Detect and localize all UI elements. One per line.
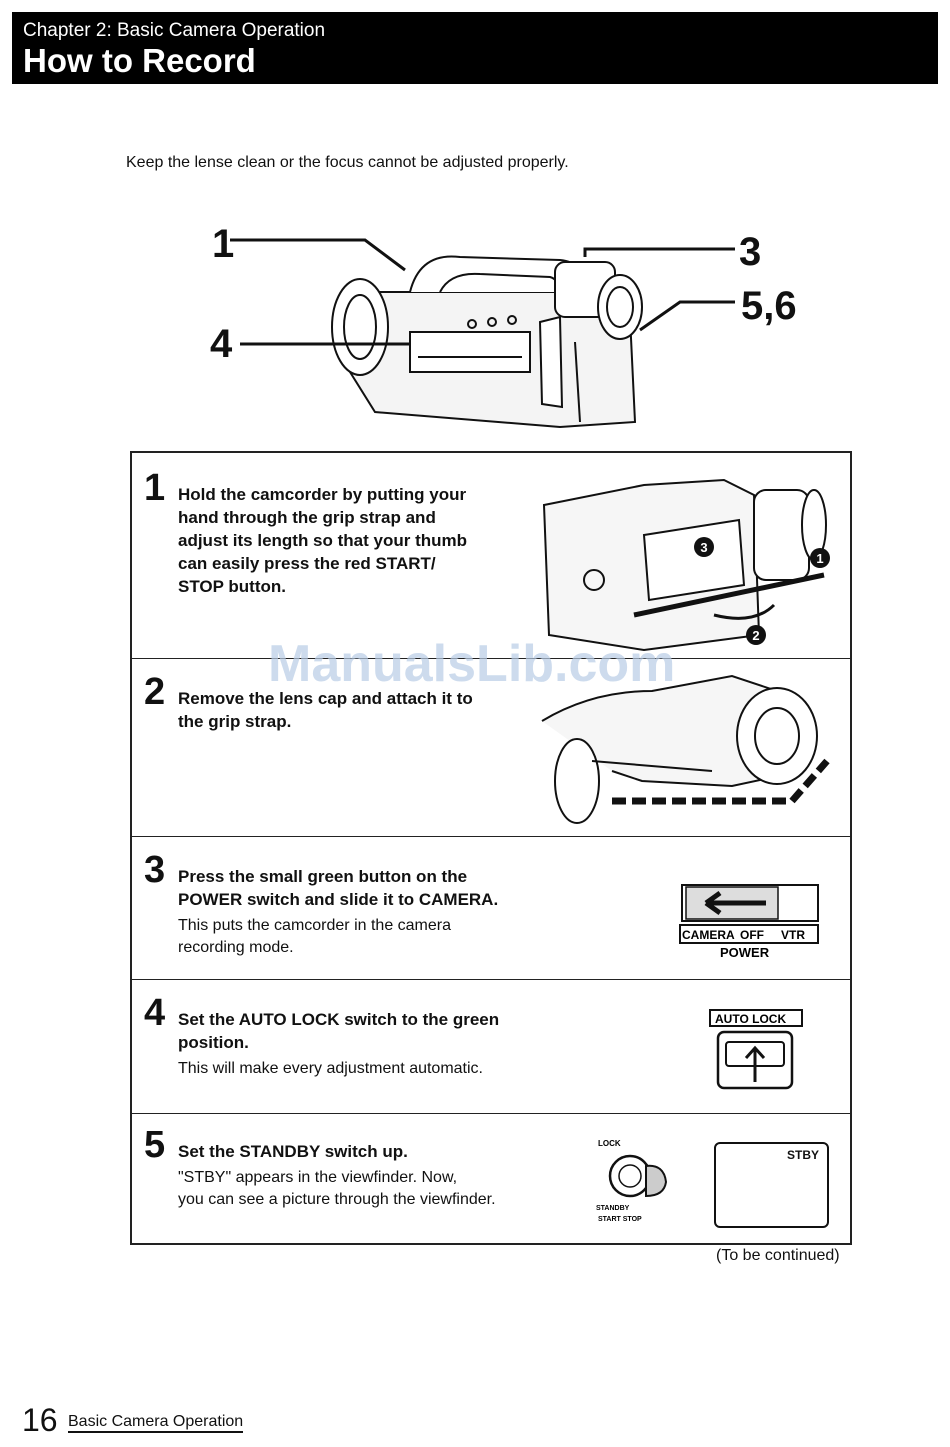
lock-label: LOCK: [598, 1139, 621, 1148]
step-instruction: Remove the lens cap and attach it to the…: [178, 689, 473, 731]
page-number: 16: [22, 1402, 58, 1438]
power-camera-label: CAMERA: [682, 928, 735, 942]
power-title-label: POWER: [720, 945, 770, 960]
power-off-label: OFF: [740, 928, 764, 942]
mark-1: 1: [816, 551, 823, 566]
grip-strap-illustration: 1 2 3: [542, 478, 830, 652]
callout-3: 3: [739, 230, 762, 274]
step-number: 4: [144, 992, 166, 1034]
standby-switch-illustration: LOCK STANDBY START STOP: [596, 1139, 668, 1223]
page-title: How to Record: [23, 42, 256, 79]
chapter-header: Chapter 2: Basic Camera Operation How to…: [12, 12, 938, 84]
step-instruction: Hold the camcorder by putting your hand …: [178, 485, 467, 596]
lens-cap-illustration: [541, 674, 830, 824]
watermark: ManualsLib.com: [268, 635, 676, 693]
step-2: 2 Remove the lens cap and attach it to t…: [132, 659, 850, 837]
mark-3: 3: [700, 540, 707, 555]
step-5: 5 Set the STANDBY switch up. "STBY" appe…: [132, 1114, 850, 1247]
chapter-label: Chapter 2: Basic Camera Operation: [23, 20, 326, 41]
steps-box: 1 Hold the camcorder by putting your han…: [130, 451, 852, 1245]
step-number: 3: [144, 849, 166, 891]
auto-lock-label: AUTO LOCK: [715, 1012, 786, 1026]
start-stop-label: START STOP: [598, 1216, 642, 1223]
callout-4: 4: [210, 322, 233, 366]
intro-text: Keep the lense clean or the focus cannot…: [126, 154, 569, 171]
step-4: 4 Set the AUTO LOCK switch to the green …: [132, 980, 850, 1114]
stby-indicator: STBY: [786, 1148, 819, 1162]
step-1: 1 Hold the camcorder by putting your han…: [132, 453, 850, 659]
standby-label: STANDBY: [596, 1205, 630, 1212]
step-instruction: Press the small green button on the POWE…: [178, 867, 499, 956]
step-instruction: Set the AUTO LOCK switch to the green po…: [178, 1010, 500, 1077]
step-instruction: Set the STANDBY switch up. "STBY" appear…: [178, 1142, 496, 1208]
page-section: Basic Camera Operation: [68, 1413, 244, 1433]
continued-note: (To be continued): [716, 1247, 840, 1264]
step-number: 1: [144, 467, 166, 509]
step-3: 3 Press the small green button on the PO…: [132, 837, 850, 980]
power-switch-illustration: CAMERA OFF VTR POWER: [679, 884, 819, 960]
mark-2: 2: [752, 628, 759, 643]
step-number: 2: [144, 671, 166, 713]
step-number: 5: [144, 1124, 166, 1166]
callout-5-6: 5,6: [741, 284, 797, 328]
auto-lock-illustration: AUTO LOCK: [709, 1009, 803, 1090]
callout-1: 1: [212, 222, 235, 266]
camcorder-illustration: [230, 238, 735, 429]
viewfinder-display: STBY: [714, 1142, 829, 1228]
power-vtr-label: VTR: [781, 928, 805, 942]
